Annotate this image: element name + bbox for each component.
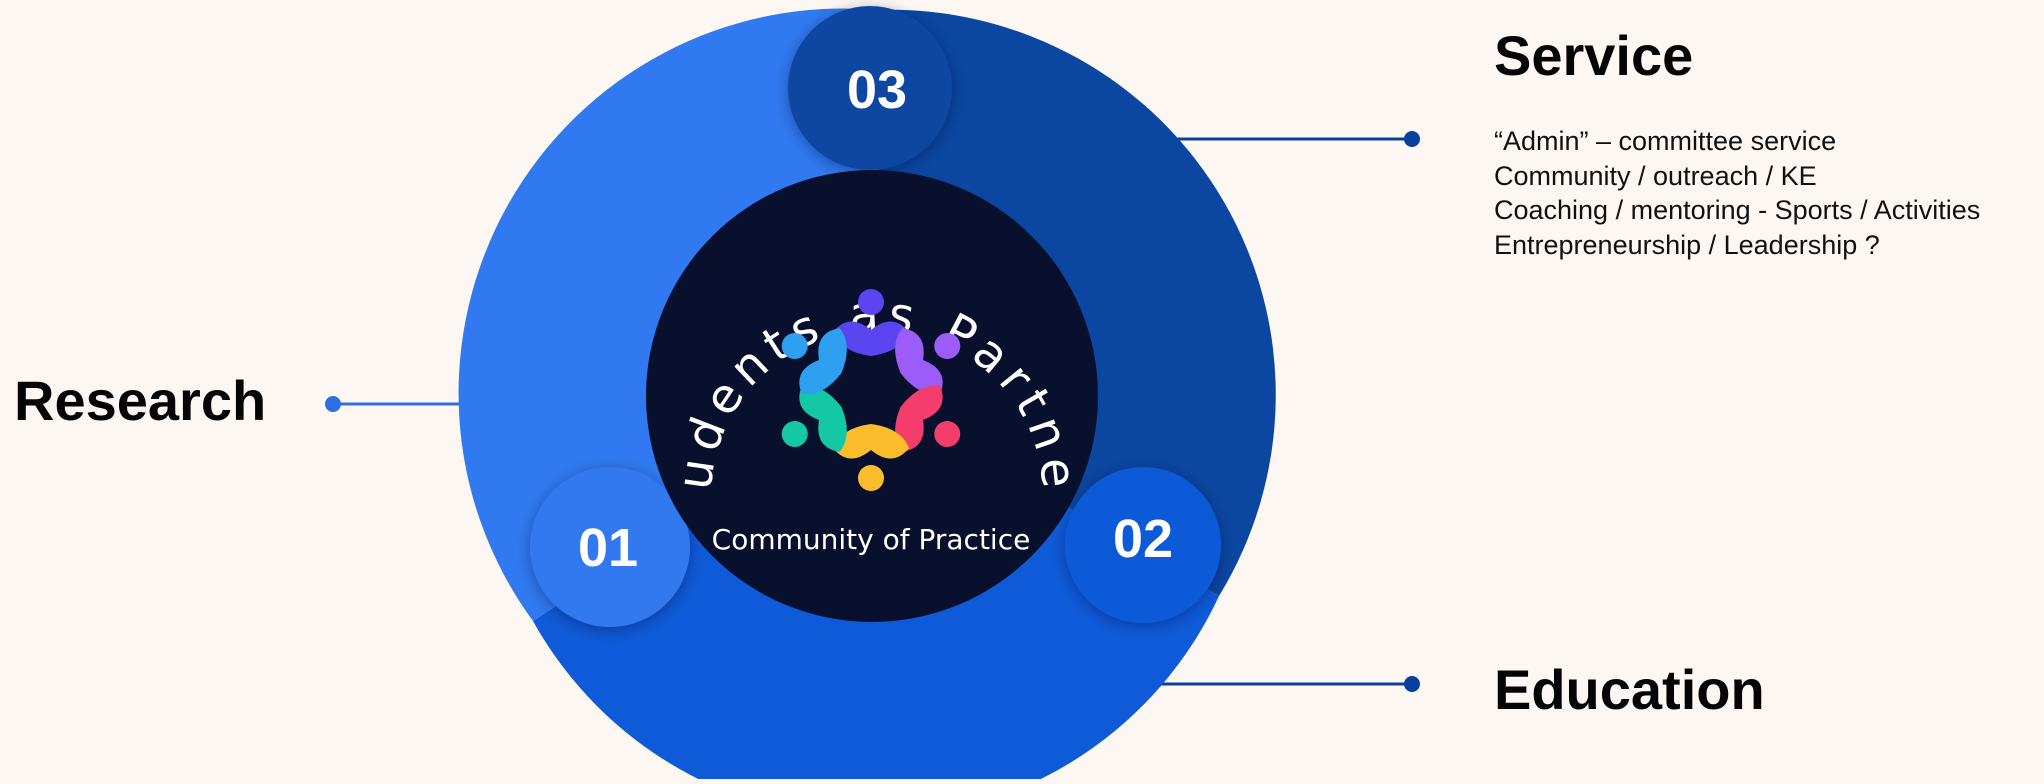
person-icon	[895, 385, 961, 452]
logo-subtitle: Community of Practice	[712, 523, 1031, 556]
segment-number-03: 03	[847, 60, 907, 120]
connector-education	[1120, 676, 1420, 692]
connector-service	[1150, 131, 1420, 147]
person-icon	[895, 328, 961, 395]
service-item: Coaching / mentoring - Sports / Activiti…	[1494, 195, 1981, 225]
person-icon	[781, 328, 847, 395]
tab-02	[1065, 467, 1221, 623]
service-list: “Admin” – committee service Community / …	[1494, 124, 1980, 262]
tab-01	[530, 467, 690, 627]
tab-03	[788, 6, 952, 170]
person-icon	[833, 289, 909, 356]
heading-service: Service	[1494, 24, 1694, 87]
person-icon	[833, 424, 909, 491]
service-item: Community / outreach / KE	[1494, 160, 1817, 191]
tab-01-group: 01	[530, 467, 690, 627]
tab-02-group: 02	[1065, 467, 1221, 623]
person-icon	[781, 385, 847, 452]
service-item: “Admin” – committee service	[1494, 126, 1837, 156]
heading-education: Education	[1494, 658, 1765, 721]
segment-number-02: 02	[1113, 509, 1173, 569]
logo-people-figures	[781, 289, 961, 491]
heading-research: Research	[14, 369, 267, 432]
segment-number-01: 01	[578, 518, 638, 578]
tab-03-group: 03	[788, 6, 952, 170]
center-logo-disc	[646, 170, 1098, 622]
service-item: Entrepreneurship / Leadership ?	[1494, 229, 1880, 260]
